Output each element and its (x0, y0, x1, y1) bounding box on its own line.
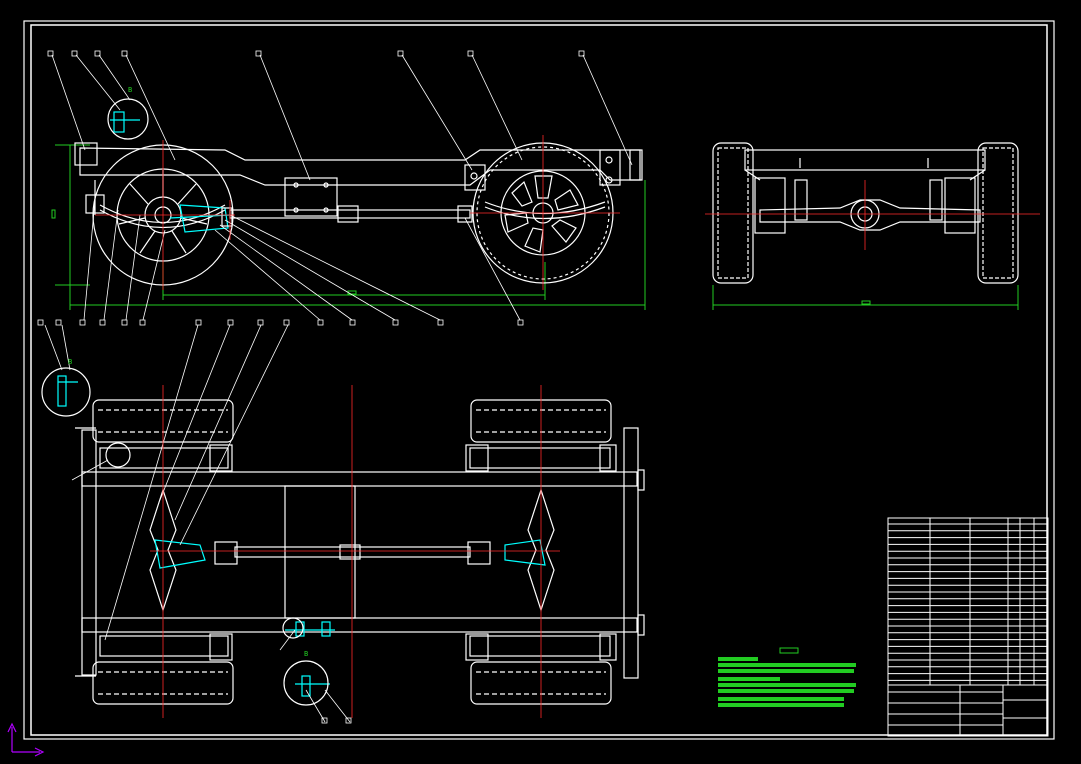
chassis-frame-rail (79, 147, 641, 186)
ucs-axis-icon (7, 722, 45, 757)
plan-steering-gear (57, 375, 546, 697)
steering-linkage (110, 111, 231, 233)
rear-centerlines (705, 180, 1040, 250)
rear-dimension (712, 285, 1019, 310)
rear-axle-housing (759, 199, 981, 231)
side-leader-lines (51, 54, 633, 321)
plan-leader-lines (44, 324, 351, 723)
rear-crossmember (744, 149, 986, 171)
side-drive-shaft (229, 209, 471, 219)
plan-front-crossmember (81, 429, 97, 676)
rear-right-tire (977, 142, 1019, 284)
title-block-parts-list[interactable] (887, 517, 1049, 737)
plan-rear-crossmember (623, 427, 639, 679)
rear-elevation-view[interactable] (712, 142, 1019, 310)
plan-right-rail (81, 617, 638, 633)
detail-marker-top-label: B (128, 86, 132, 94)
detail-circle-bottom[interactable] (283, 660, 329, 706)
side-balloons[interactable] (37, 50, 585, 326)
side-centerlines (95, 135, 620, 290)
plan-balloons[interactable] (321, 717, 352, 724)
detail-marker-left-label: B (68, 358, 72, 366)
plan-center-crossmember (284, 485, 356, 619)
fuel-tank (284, 177, 338, 217)
plan-centerlines (150, 385, 560, 718)
detail-labels: B B B (68, 86, 308, 658)
outer-border (23, 20, 1055, 740)
plan-left-rail (81, 471, 638, 487)
front-leaf-spring (99, 204, 226, 224)
inner-border (30, 24, 1048, 736)
plan-drive-shaft (234, 546, 471, 558)
technical-notes (718, 647, 856, 707)
rear-left-tire (712, 142, 754, 284)
side-elevation-view[interactable] (51, 98, 646, 310)
detail-circle-left[interactable] (41, 367, 91, 417)
detail-circle-top[interactable] (107, 98, 149, 140)
detail-marker-bottom-label: B (304, 650, 308, 658)
side-dimensions (51, 144, 646, 310)
plan-view[interactable] (41, 367, 645, 706)
